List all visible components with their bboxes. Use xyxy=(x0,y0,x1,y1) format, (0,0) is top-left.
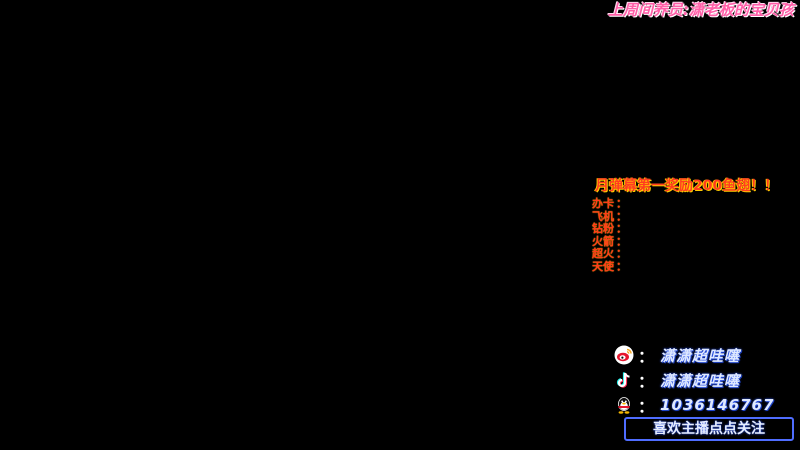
gift-label: 天使 xyxy=(592,259,614,273)
gift-label: 超火 xyxy=(592,247,614,260)
gift-colon: ： xyxy=(616,247,627,260)
weibo-handle: 潇潇超哇噻 xyxy=(660,346,741,365)
qq-number: 1036146767 xyxy=(660,396,775,414)
gift-item: 天使： xyxy=(592,259,672,274)
follow-reminder: 喜欢主播点点关注 xyxy=(624,417,794,441)
gift-label: 飞机 xyxy=(592,209,614,223)
top-banner: 上周间养员:潇老板的宝贝孩 xyxy=(608,1,794,19)
weibo-icon xyxy=(614,345,634,365)
gift-label: 火箭 xyxy=(592,234,614,248)
gift-item: 飞机： xyxy=(592,209,672,224)
social-row-douyin: ： 潇潇超哇噻 xyxy=(614,369,800,391)
douyin-handle: 潇潇超哇噻 xyxy=(660,371,741,390)
gift-colon: ： xyxy=(616,209,627,223)
gift-label: 办卡 xyxy=(592,197,614,210)
gift-item: 超火： xyxy=(592,247,672,261)
social-colon: ： xyxy=(638,347,655,366)
tiktok-icon xyxy=(614,370,634,390)
gift-item: 办卡： xyxy=(592,197,672,211)
social-row-qq: ： 1036146767 xyxy=(614,394,800,416)
social-colon: ： xyxy=(638,397,655,416)
gift-item: 钻粉： xyxy=(592,222,672,236)
gift-colon: ： xyxy=(616,234,627,248)
social-colon: ： xyxy=(638,372,655,391)
gift-colon: ： xyxy=(616,259,627,273)
gift-colon: ： xyxy=(616,197,627,210)
gift-list: 办卡： 飞机： 钻粉： 火箭： 超火： 天使： xyxy=(592,197,672,274)
social-row-weibo: ： 潇潇超哇噻 xyxy=(614,344,800,366)
qq-penguin-icon xyxy=(614,395,634,415)
gift-label: 钻粉 xyxy=(592,222,614,235)
gift-colon: ： xyxy=(616,222,627,235)
gift-item: 火箭： xyxy=(592,234,672,249)
promo-text: 月弹幕第一奖励200鱼翅！！ xyxy=(595,178,779,194)
